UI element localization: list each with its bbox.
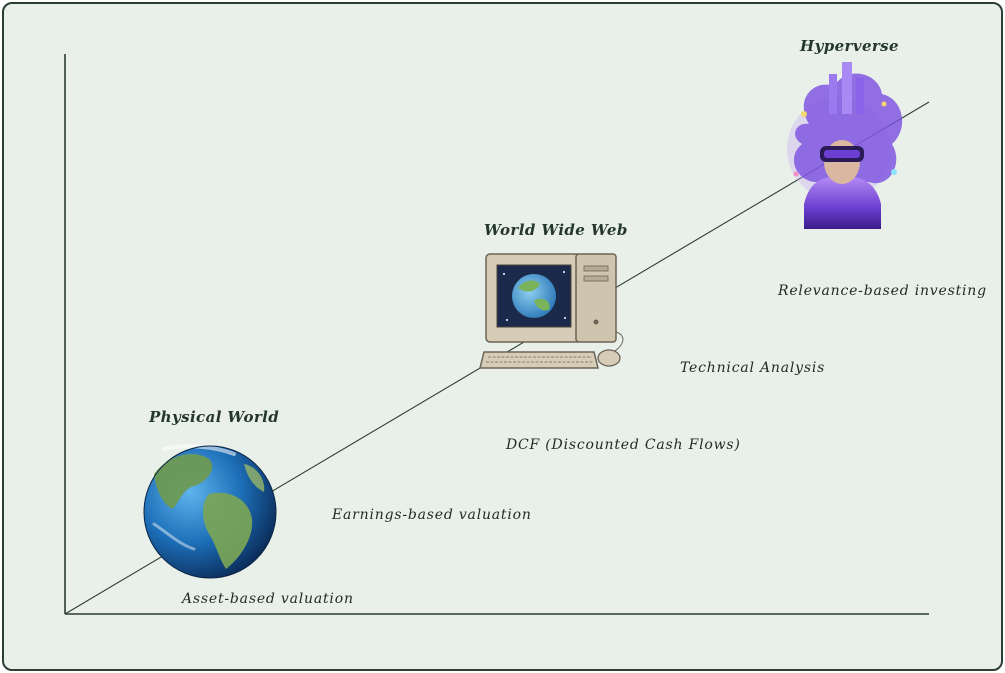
- method-asset-based: Asset-based valuation: [180, 591, 354, 607]
- method-relevance-based: Relevance-based investing: [777, 283, 987, 299]
- method-technical-analysis: Technical Analysis: [680, 360, 825, 376]
- diagram-canvas: Physical World World Wide Web Hyperverse…: [64, 37, 987, 615]
- method-earnings-based: Earnings-based valuation: [331, 507, 532, 523]
- method-dcf: DCF (Discounted Cash Flows): [505, 437, 741, 453]
- vr-headset-person-icon: [787, 62, 903, 229]
- stage-title-hyperverse: Hyperverse: [799, 37, 899, 55]
- stage-title-web: World Wide Web: [484, 221, 628, 239]
- stage-title-physical: Physical World: [148, 408, 279, 426]
- desktop-computer-icon: [479, 253, 624, 369]
- earth-globe-icon: [143, 444, 277, 579]
